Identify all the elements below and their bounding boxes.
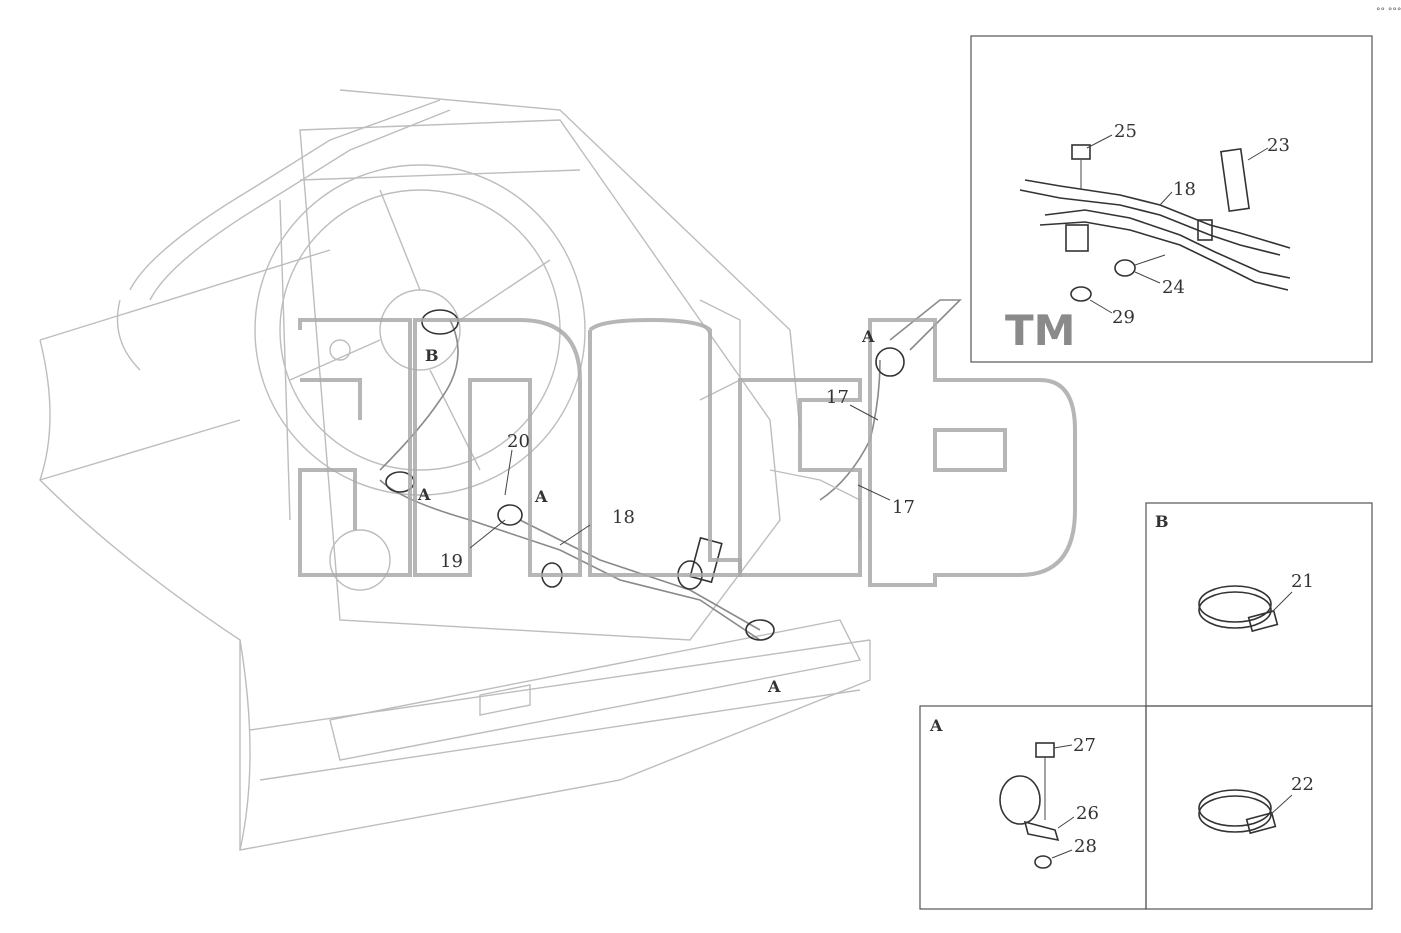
ref-a-top: A [861, 327, 875, 346]
main-view-callouts: 17 17 18 19 20 A A A A B [417, 327, 915, 696]
detail-callout-25: 25 [1114, 121, 1137, 142]
callout-19: 19 [440, 551, 463, 572]
detail-box-22: 22 [1145, 705, 1373, 910]
detail-callout-26: 26 [1076, 803, 1099, 824]
ref-a-mid: A [534, 487, 548, 506]
detail-callout-22: 22 [1291, 774, 1314, 795]
callout-17-lower: 17 [892, 497, 915, 518]
ref-b: B [425, 346, 439, 365]
detail-box-b: B 21 [1145, 502, 1373, 707]
callout-18: 18 [612, 507, 635, 528]
detail-box-pipe-assembly: 25 23 18 24 29 [970, 35, 1373, 363]
detail-callout-28: 28 [1074, 836, 1097, 857]
detail-callout-29: 29 [1112, 307, 1135, 328]
detail-callout-21: 21 [1291, 571, 1314, 592]
callout-17-upper: 17 [826, 387, 849, 408]
callout-20: 20 [507, 431, 530, 452]
detail-callout-18: 18 [1173, 179, 1196, 200]
ref-a-bottom: A [767, 677, 781, 696]
watermark [298, 317, 1077, 587]
detail-b-label: B [1155, 512, 1169, 531]
detail-box-a: A 27 26 28 [919, 705, 1147, 910]
trademark-text: TM [1005, 306, 1075, 355]
corner-mark: °° °°° [1376, 7, 1401, 17]
detail-callout-27: 27 [1073, 735, 1096, 756]
detail-callout-24: 24 [1162, 277, 1185, 298]
detail-callout-23: 23 [1267, 135, 1290, 156]
ref-a-left: A [417, 485, 431, 504]
detail-a-label: A [929, 716, 943, 735]
